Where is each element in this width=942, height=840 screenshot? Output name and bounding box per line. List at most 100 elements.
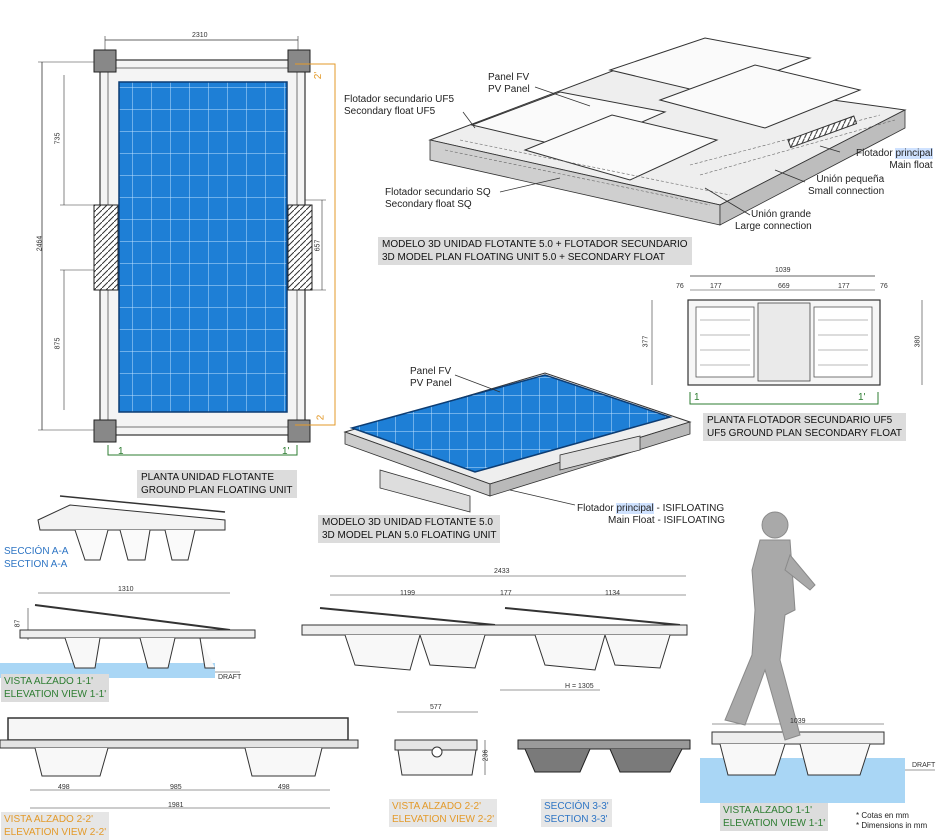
elev11-left-caption-es: VISTA ALZADO 1-1' <box>4 676 93 687</box>
main-float-label-es: Flotador principal - ISIFLOATING <box>577 503 725 515</box>
secondary-caption-en: 3D MODEL PLAN FLOATING UNIT 5.0 + SECOND… <box>382 252 665 263</box>
uf5-dim-right: 380 <box>914 335 922 348</box>
secondary-main-float-label-es: Flotador principal <box>856 148 933 160</box>
uf5-plan-drawing <box>651 275 923 405</box>
ground-plan-dim-left: 2464 <box>36 235 44 252</box>
main-caption-en: 3D MODEL PLAN 5.0 FLOATING UNIT <box>322 530 497 541</box>
ground-plan-marker-1: 1 <box>118 446 124 457</box>
ground-plan-dim-inner-top: 735 <box>54 132 62 145</box>
main-caption: MODELO 3D UNIDAD FLOTANTE 5.0 3D MODEL P… <box>318 515 501 543</box>
section-aa-caption: SECCIÓN A-A SECTION A-A <box>1 544 71 572</box>
main-panel-label-es: Panel FV <box>410 366 452 377</box>
ground-plan-dim-right: 657 <box>314 239 322 252</box>
elev-combined-dim-c: 1134 <box>605 590 621 597</box>
elev11-right-caption-es: VISTA ALZADO 1-1' <box>723 805 812 816</box>
main-panel-label-en: PV Panel <box>410 378 452 389</box>
section-33-caption-en: SECTION 3-3' <box>544 814 608 825</box>
secondary-sq-label: Flotador secundario SQ Secondary float S… <box>385 187 491 211</box>
main-panel-label: Panel FV PV Panel <box>410 366 452 390</box>
elev-combined-dim-total: 2433 <box>494 568 510 575</box>
elevation-22-mid-drawing <box>394 711 486 776</box>
elev11-right-caption: VISTA ALZADO 1-1' ELEVATION VIEW 1-1' <box>720 803 829 831</box>
ground-plan-marker-1p: 1' <box>282 446 290 457</box>
uf5-dim-d: 177 <box>838 283 850 290</box>
uf5-caption: PLANTA FLOTADOR SECUNDARIO UF5 UF5 GROUN… <box>703 413 907 441</box>
elev22-left-dim-a: 498 <box>58 784 70 791</box>
section-aa-caption-es: SECCIÓN A-A <box>4 546 69 557</box>
secondary-main-float-es-a: Flotador <box>856 148 896 159</box>
elev11-left-draft: DRAFT <box>218 674 242 681</box>
secondary-caption: MODELO 3D UNIDAD FLOTANTE 5.0 + FLOTADOR… <box>378 237 692 265</box>
elev11-left-dim-top: 1310 <box>118 586 134 593</box>
secondary-large-connection-label: Unión grande Large connection <box>735 209 812 233</box>
ground-plan-caption-es: PLANTA UNIDAD FLOTANTE <box>141 472 274 483</box>
elevation-combined-drawing <box>301 575 688 691</box>
secondary-main-float-label: Flotador principal Main float <box>856 148 933 172</box>
uf5-dim-left: 377 <box>642 335 650 348</box>
uf5-marker-1p: 1' <box>858 392 866 403</box>
elev22-left-caption-en: ELEVATION VIEW 2-2' <box>4 827 107 838</box>
secondary-main-float-es-b: principal <box>895 148 933 159</box>
elev22-mid-dim-top: 577 <box>430 704 442 711</box>
elev-combined-dim-h: H = 1305 <box>565 683 594 690</box>
elev-combined-dim-a: 1199 <box>400 590 416 597</box>
ground-plan-dim-top: 2310 <box>192 32 208 39</box>
person-silhouette <box>724 511 816 741</box>
elev22-mid-dim-side: 236 <box>482 749 490 762</box>
secondary-uf5-label: Flotador secundario UF5 Secondary float … <box>344 94 454 118</box>
section-33-drawing <box>517 739 691 773</box>
uf5-dim-total: 1039 <box>775 267 791 274</box>
elev22-left-dim-b: 985 <box>170 784 182 791</box>
secondary-caption-es: MODELO 3D UNIDAD FLOTANTE 5.0 + FLOTADOR… <box>382 239 688 250</box>
main-caption-es: MODELO 3D UNIDAD FLOTANTE 5.0 <box>322 517 493 528</box>
secondary-sq-label-es: Flotador secundario SQ <box>385 187 491 198</box>
secondary-small-connection-label: Unión pequeña Small connection <box>808 174 884 198</box>
secondary-panel-label-es: Panel FV <box>488 72 530 83</box>
secondary-large-connection-en: Large connection <box>735 221 812 232</box>
main-float-es-a: Flotador <box>577 503 617 514</box>
secondary-panel-label-en: PV Panel <box>488 84 530 95</box>
note-en: * Dimensions in mm <box>856 821 928 830</box>
model-main-drawing <box>343 372 692 513</box>
elev11-left-caption: VISTA ALZADO 1-1' ELEVATION VIEW 1-1' <box>1 674 110 702</box>
section-33-caption-es: SECCIÓN 3-3' <box>544 801 609 812</box>
secondary-uf5-label-es: Flotador secundario UF5 <box>344 94 455 105</box>
section-33-caption: SECCIÓN 3-3' SECTION 3-3' <box>541 799 612 827</box>
model-secondary-drawing <box>428 37 907 226</box>
uf5-dim-c: 177 <box>710 283 722 290</box>
elevation-22-left-drawing <box>0 717 359 809</box>
ground-plan-caption: PLANTA UNIDAD FLOTANTE GROUND PLAN FLOAT… <box>137 470 297 498</box>
section-aa-drawing <box>37 495 226 561</box>
elev11-left-caption-en: ELEVATION VIEW 1-1' <box>4 689 107 700</box>
elev22-mid-caption-es: VISTA ALZADO 2-2' <box>392 801 481 812</box>
note-es: * Cotas en mm <box>856 811 909 820</box>
elevation-11-left-drawing <box>0 592 256 678</box>
elev22-left-dim-c: 498 <box>278 784 290 791</box>
dimension-notes: * Cotas en mm * Dimensions in mm <box>856 811 927 831</box>
secondary-panel-label: Panel FV PV Panel <box>488 72 530 96</box>
ground-plan-caption-en: GROUND PLAN FLOATING UNIT <box>141 485 293 496</box>
secondary-sq-label-en: Secondary float SQ <box>385 199 472 210</box>
elev11-right-caption-en: ELEVATION VIEW 1-1' <box>723 818 826 829</box>
elev22-left-caption: VISTA ALZADO 2-2' ELEVATION VIEW 2-2' <box>1 812 110 840</box>
ground-plan-drawing <box>38 36 336 456</box>
secondary-small-connection-es: Unión pequeña <box>816 174 885 185</box>
elev22-mid-caption: VISTA ALZADO 2-2' ELEVATION VIEW 2-2' <box>389 799 498 827</box>
uf5-dim-b: 76 <box>880 283 888 290</box>
elev11-right-dim-top: 1039 <box>790 718 806 725</box>
secondary-small-connection-en: Small connection <box>808 186 885 197</box>
secondary-main-float-label-en: Main float <box>889 160 933 171</box>
elev22-left-caption-es: VISTA ALZADO 2-2' <box>4 814 93 825</box>
uf5-caption-es: PLANTA FLOTADOR SECUNDARIO UF5 <box>707 415 893 426</box>
secondary-uf5-label-en: Secondary float UF5 <box>344 106 436 117</box>
ground-plan-dim-inner-bottom: 875 <box>54 337 62 350</box>
ground-plan-marker-2p: 2' <box>313 71 325 80</box>
main-float-es-b: principal <box>616 503 654 514</box>
uf5-caption-en: UF5 GROUND PLAN SECONDARY FLOAT <box>707 428 903 439</box>
elev11-right-draft: DRAFT <box>912 762 936 769</box>
secondary-large-connection-es: Unión grande <box>751 209 812 220</box>
section-aa-caption-en: SECTION A-A <box>4 559 68 570</box>
uf5-marker-1: 1 <box>694 392 700 403</box>
elev-combined-dim-b: 177 <box>500 590 512 597</box>
